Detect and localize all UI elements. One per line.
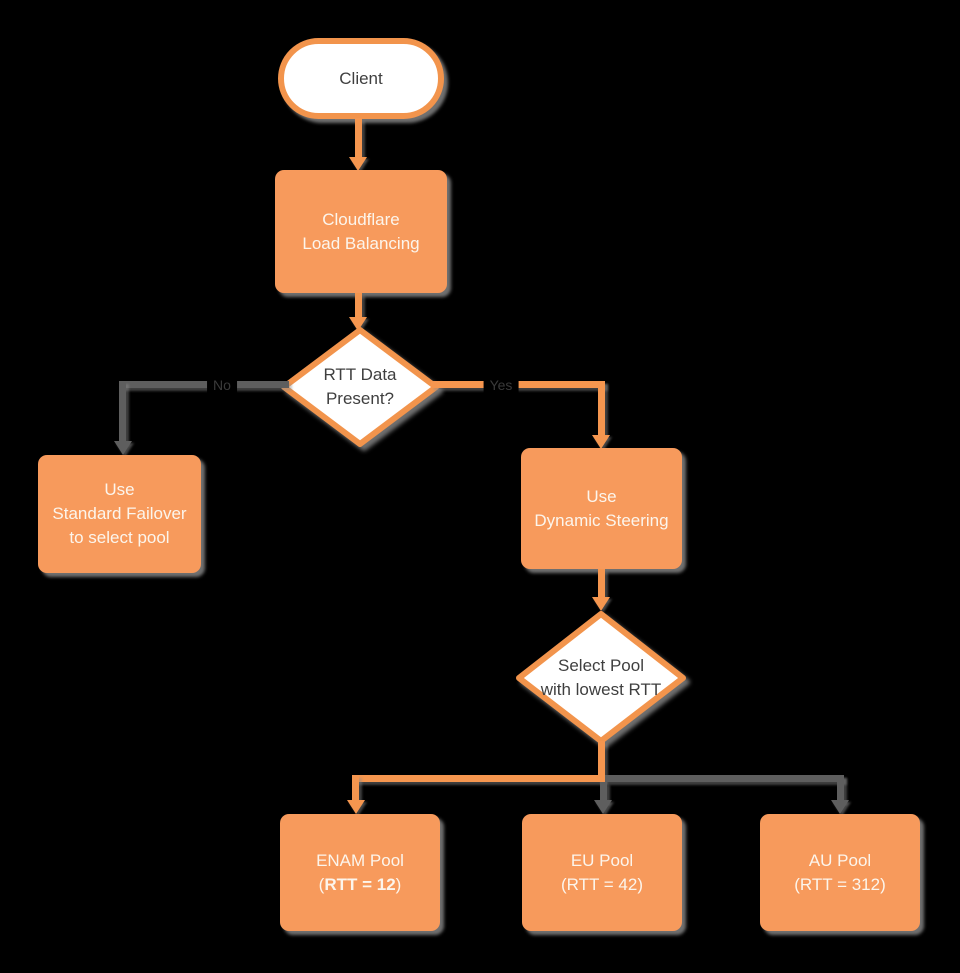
standard-failover-node: Use Standard Failover to select pool [38, 455, 201, 573]
dynamic-line1: Use [586, 486, 617, 506]
connector-eu-vertical [600, 782, 607, 802]
client-node: Client [278, 38, 444, 119]
arrowhead-cloudflare-to-decision [349, 317, 367, 331]
arrowhead-to-eu-pool [594, 800, 612, 814]
arrowhead-yes-to-dynamic [592, 435, 610, 449]
connector-au-vertical [837, 775, 844, 802]
arrowhead-to-enam-pool [347, 800, 365, 814]
au-pool-rtt: (RTT = 312) [794, 874, 886, 894]
failover-line1: Use [104, 480, 135, 499]
rtt-decision-line2: Present? [325, 389, 395, 408]
connector-enam-horizontal [352, 775, 605, 782]
arrowhead-client-to-cloudflare [349, 157, 367, 171]
enam-rtt-paren-close: ) [395, 874, 402, 894]
connector-cloudflare-to-decision [355, 293, 362, 319]
select-pool-text: Select Pool with lowest RTT [514, 609, 688, 746]
connector-no-horizontal [119, 381, 289, 388]
au-pool-node: AU Pool (RTT = 312) [760, 814, 920, 931]
arrowhead-dynamic-to-select [592, 597, 610, 611]
enam-rtt-paren-open: ( [318, 874, 325, 894]
cloudflare-load-balancing-node: Cloudflare Load Balancing [275, 170, 447, 293]
client-label: Client [339, 68, 383, 88]
eu-pool-node: EU Pool (RTT = 42) [522, 814, 682, 931]
au-pool-name: AU Pool [808, 850, 872, 870]
connector-yes-vertical [598, 381, 605, 437]
connector-dynamic-to-select [598, 569, 605, 599]
diamond-shape [281, 327, 439, 447]
connector-select-down [598, 741, 605, 782]
enam-pool-name: ENAM Pool [316, 850, 404, 870]
enam-rtt-value: RTT = 12 [324, 874, 396, 894]
rtt-decision-line1: RTT Data [323, 365, 397, 384]
select-pool-line1: Select Pool [558, 655, 644, 675]
eu-pool-rtt: (RTT = 42) [560, 874, 644, 894]
rtt-decision-diamond: RTT Data Present? [280, 326, 440, 448]
connector-client-to-cloudflare [355, 118, 362, 159]
dynamic-line2: Dynamic Steering [534, 510, 669, 530]
failover-line2: Standard Failover [52, 504, 187, 523]
eu-pool-name: EU Pool [570, 850, 634, 870]
arrowhead-no-to-failover [114, 441, 132, 455]
connector-au-horizontal [605, 775, 844, 782]
select-pool-diamond: Select Pool with lowest RTT [514, 609, 688, 746]
rtt-decision-text: RTT Data Present? [280, 326, 440, 448]
enam-pool-rtt: (RTT = 12) [319, 873, 402, 897]
connector-enam-vertical [352, 775, 359, 802]
arrowhead-to-au-pool [831, 800, 849, 814]
select-pool-line2: with lowest RTT [540, 679, 662, 699]
enam-pool-node: ENAM Pool (RTT = 12) [280, 814, 440, 931]
cloudflare-line1: Cloudflare [322, 209, 400, 229]
edge-label-no: No [207, 376, 237, 394]
connector-no-vertical [119, 381, 126, 443]
cloudflare-line2: Load Balancing [302, 233, 420, 253]
dynamic-steering-node: Use Dynamic Steering [521, 448, 682, 569]
failover-line3: to select pool [69, 528, 170, 547]
edge-label-yes: Yes [483, 376, 519, 394]
